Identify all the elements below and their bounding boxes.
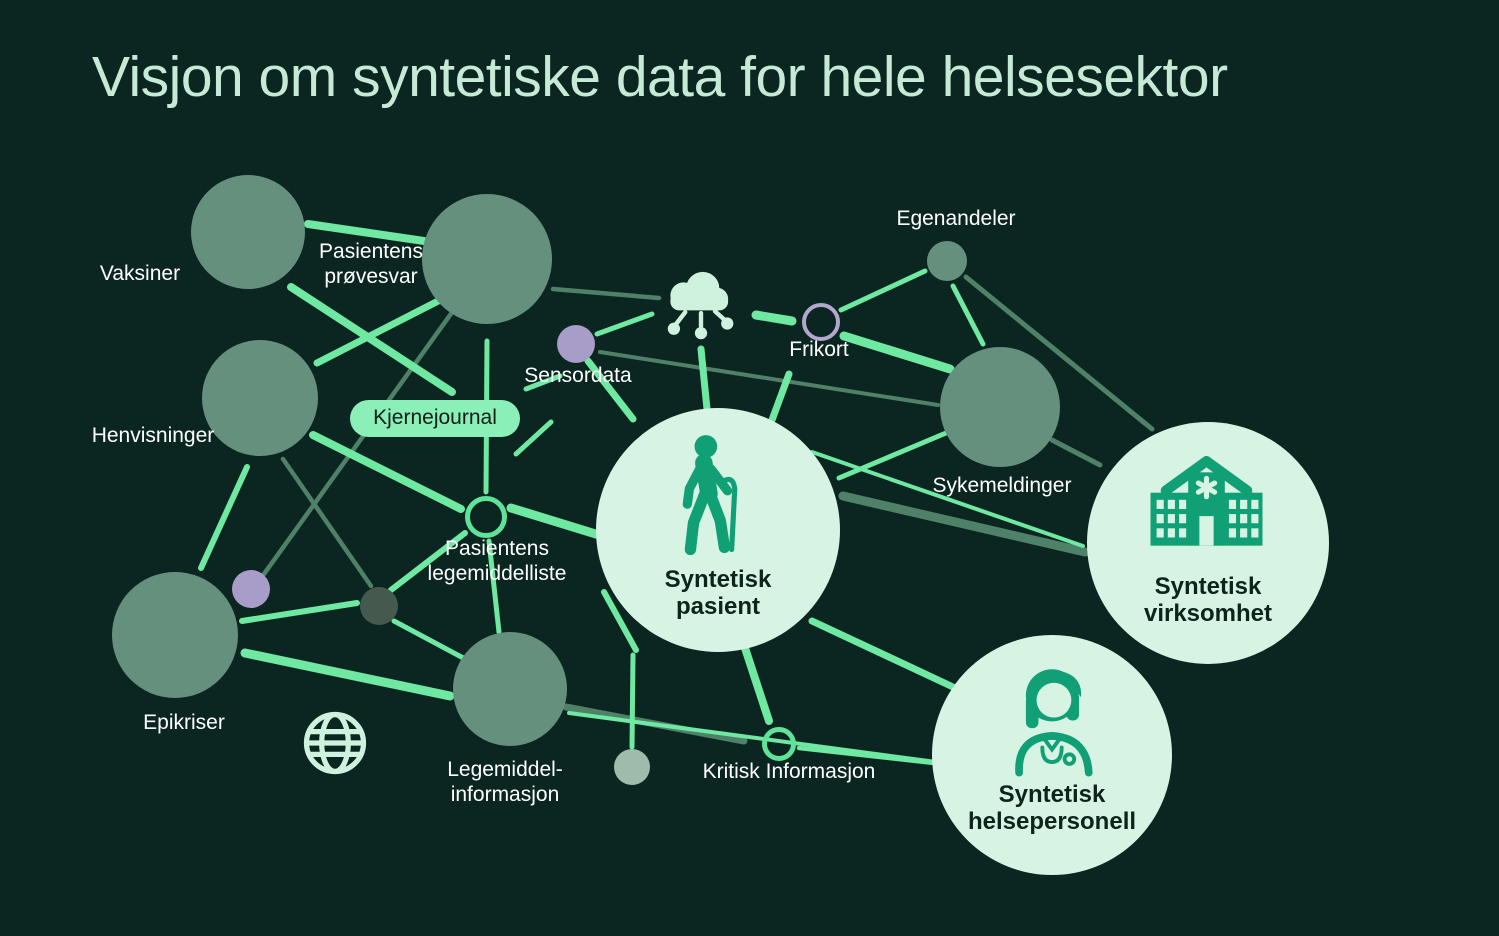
edge-sensordata-stub (523, 373, 563, 392)
node-henvisninger (202, 340, 318, 456)
edge-sensordata-sykemeldinger (598, 350, 940, 407)
edge-pasient-sykemeldinger (836, 430, 949, 481)
node-pasientens-legemiddelliste (465, 496, 507, 538)
edge-sensordata-pasient (584, 357, 637, 423)
node-vaksiner (191, 175, 305, 289)
edge-henvisninger-graadott (280, 456, 374, 589)
page-title: Visjon om syntetiske data for hele helse… (92, 45, 1228, 109)
edge-epikriser-legemiddelinfo (240, 648, 455, 701)
node-sensordata-label: Sensordata (524, 364, 632, 387)
edge-legemiddelliste-legemiddelinfo (486, 538, 502, 635)
edge-sensordata-sky (594, 311, 655, 337)
node-graa-dott (360, 587, 398, 625)
node-egenandeler-label: Egenandeler (896, 207, 1016, 230)
edge-frikort-egenandeler (838, 268, 928, 313)
node-lilla-dott (232, 570, 270, 608)
edge-pasient-helsepersonell (808, 617, 957, 691)
edge-legemiddelliste-graadott (388, 530, 468, 593)
edge-egenandeler-virksomhet (963, 274, 1155, 432)
hub-syntetisk-virksomhet: Syntetisk virksomhet (1087, 422, 1329, 664)
edge-vaksiner-kjernejournal (287, 283, 456, 396)
edge-pasient-nedre-stub (601, 589, 639, 653)
edge-graadott-legemiddelinfo (391, 618, 470, 663)
cloud-network-icon (659, 264, 743, 348)
node-kritisk-informasjon-label: Kritisk Informasjon (702, 760, 876, 783)
hub-syntetisk-pasient-label: Syntetisk pasient (664, 566, 772, 620)
female-health-worker-icon (994, 657, 1110, 781)
node-legemiddelinformasjon (453, 632, 567, 746)
hub-syntetisk-pasient: Syntetisk pasient (596, 408, 840, 652)
node-sensordata (557, 325, 595, 363)
node-lys-dott (614, 749, 650, 785)
edge-frikort-pasient (768, 370, 793, 424)
node-frikort-label: Frikort (789, 338, 849, 361)
node-vaksiner-label: Vaksiner (99, 262, 181, 285)
node-henvisninger-label: Henvisninger (91, 424, 215, 447)
edge-legemiddelliste-stub (513, 419, 554, 457)
node-pasientens-provesvar (422, 194, 552, 324)
edge-legemiddelinfo-helsepersonell (567, 711, 938, 764)
node-sykemeldinger (940, 347, 1060, 467)
node-sykemeldinger-label: Sykemeldinger (932, 474, 1072, 497)
walking-senior-icon (654, 432, 766, 566)
edge-legemiddelliste-pasient (506, 503, 604, 540)
edge-sky-frikort (751, 310, 797, 326)
edge-provesvar-lilladott (261, 308, 456, 577)
edge-frikort-sykemeldinger (839, 331, 955, 374)
node-legemiddelinformasjon-label: Legemiddel- informasjon (447, 758, 563, 806)
hospital-building-icon (1139, 454, 1274, 566)
edge-pasient-virksomhet-tynn (810, 450, 1085, 548)
hub-syntetisk-helsepersonell: Syntetisk helsepersonell (932, 635, 1172, 875)
edge-pasient-lysdott (629, 652, 636, 750)
edge-henvisninger-provesvar (313, 293, 450, 367)
node-kritisk-informasjon (762, 727, 796, 761)
edge-sky-pasient (697, 345, 711, 413)
node-pasientens-legemiddelliste-label: Pasientens legemiddelliste (427, 537, 567, 585)
edge-egenandeler-sykemeldinger (950, 283, 986, 347)
edge-epikriser-graadott (239, 600, 360, 624)
edge-pasient-kritisk (741, 644, 773, 725)
edge-pasient-virksomhet (838, 491, 1090, 557)
node-egenandeler (927, 241, 967, 281)
hub-syntetisk-helsepersonell-label: Syntetisk helsepersonell (967, 781, 1137, 835)
edge-vaksiner-provesvar (304, 220, 428, 245)
node-frikort (802, 303, 840, 341)
edge-provesvar-sky (550, 286, 662, 301)
edge-henvisninger-legemiddelliste (309, 431, 465, 513)
hub-syntetisk-virksomhet-label: Syntetisk virksomhet (1143, 573, 1273, 627)
node-pasientens-provesvar-label: Pasientens prøvesvar (319, 240, 423, 288)
edge-henvisninger-epikriser (198, 464, 250, 571)
node-epikriser-label: Epikriser (143, 711, 225, 734)
globe-icon (297, 705, 373, 781)
node-kjernejournal: Kjernejournal (350, 399, 520, 437)
edge-sykemeldinger-virksomhet (1049, 437, 1103, 468)
node-epikriser (112, 572, 238, 698)
